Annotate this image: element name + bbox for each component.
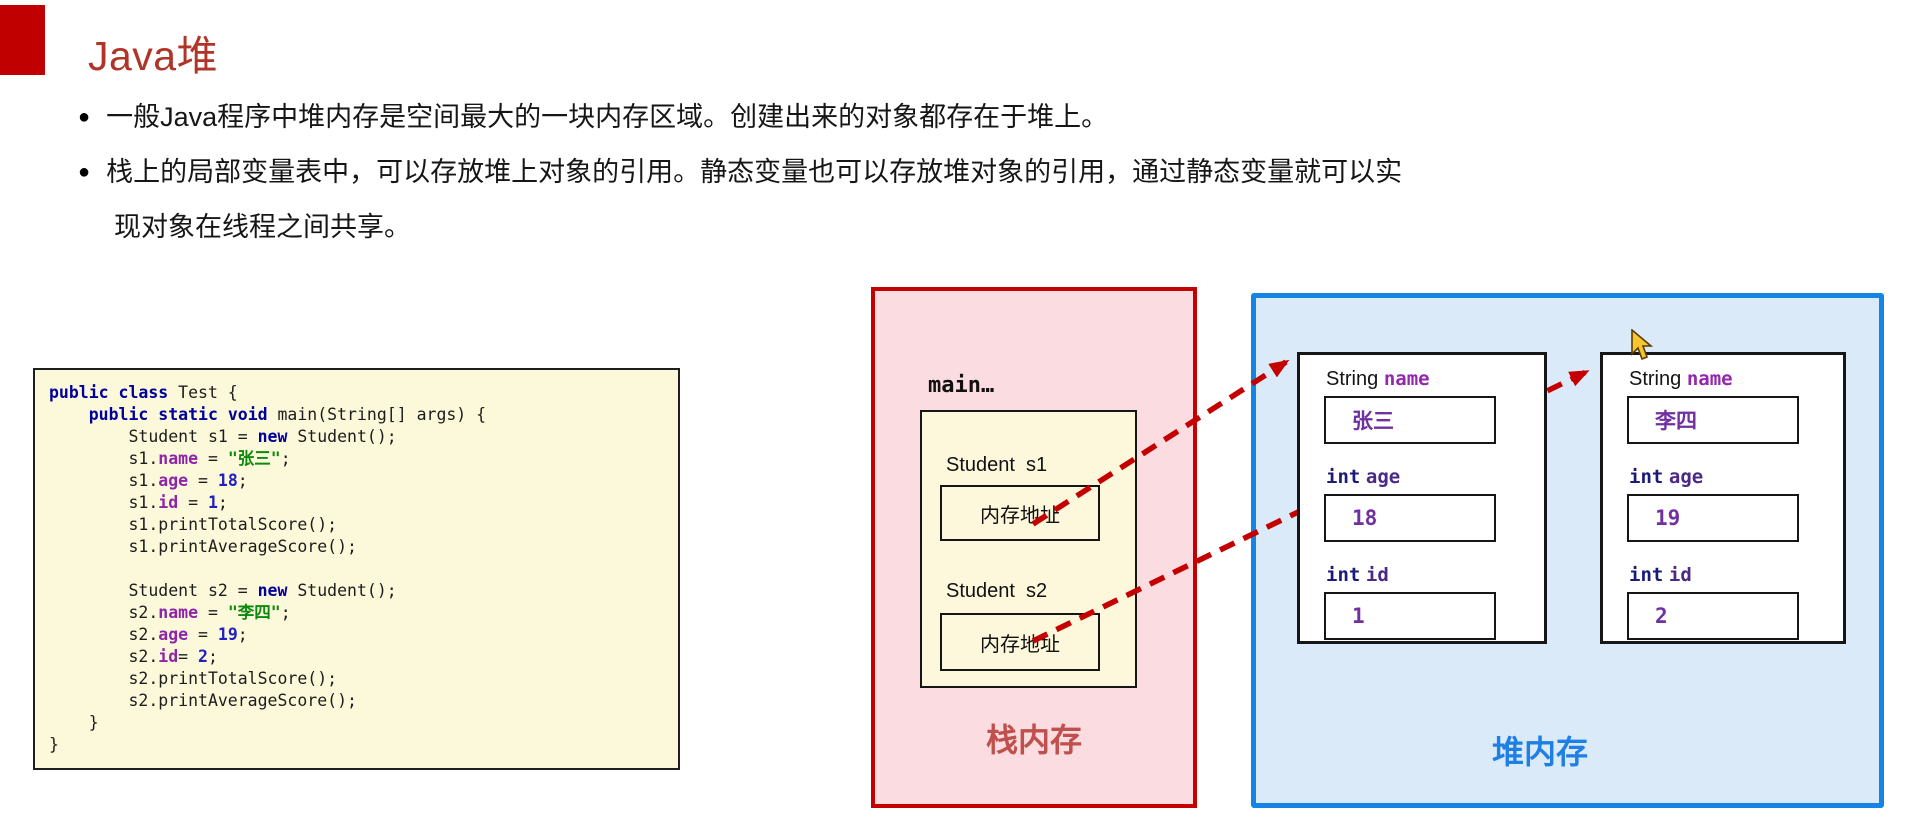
field-type: int: [1326, 564, 1361, 586]
bullet-dot-icon: ●: [78, 161, 91, 183]
field-age: int age 19: [1627, 466, 1819, 542]
bullet-text: 栈上的局部变量表中，可以存放堆上对象的引用。静态变量也可以存放堆对象的引用，通过…: [106, 157, 1403, 187]
field-identifier: age: [1668, 466, 1704, 488]
field-identifier: name: [1383, 368, 1430, 390]
var-decl-s1: Student s1: [946, 454, 1048, 476]
field-type: int: [1629, 564, 1664, 586]
field-identifier: name: [1686, 368, 1733, 390]
heap-memory-label: 堆内存: [1491, 734, 1588, 770]
field-type: int: [1326, 466, 1361, 488]
field-type: int: [1629, 466, 1664, 488]
memory-address-box-s1: 内存地址: [940, 485, 1100, 541]
bullet-item: ● 一般Java程序中堆内存是空间最大的一块内存区域。创建出来的对象都存在于堆上…: [78, 101, 1108, 134]
field-type: String: [1326, 368, 1379, 390]
field-value-box: 张三: [1324, 396, 1496, 444]
corner-accent-square: [0, 5, 45, 75]
field-id: int id 1: [1324, 564, 1520, 640]
heap-memory-box: 堆内存 String name 张三 int age 18 int id 1 S…: [1251, 293, 1884, 808]
bullet-text: 现对象在线程之间共享。: [114, 212, 411, 242]
field-identifier: age: [1365, 466, 1401, 488]
field-type: String: [1629, 368, 1682, 390]
field-age: int age 18: [1324, 466, 1520, 542]
heap-object-s2: String name 李四 int age 19 int id 2: [1600, 352, 1846, 644]
field-name: String name 李四: [1627, 368, 1819, 444]
stack-memory-box: main… Student s1 内存地址 Student s2 内存地址 栈内…: [871, 287, 1197, 808]
field-identifier: id: [1668, 564, 1692, 586]
field-name: String name 张三: [1324, 368, 1520, 444]
field-value-box: 2: [1627, 592, 1799, 640]
bullet-continuation: 现对象在线程之间共享。: [114, 211, 411, 244]
bullet-text: 一般Java程序中堆内存是空间最大的一块内存区域。创建出来的对象都存在于堆上。: [106, 102, 1109, 132]
field-value-box: 李四: [1627, 396, 1799, 444]
field-value-box: 19: [1627, 494, 1799, 542]
field-id: int id 2: [1627, 564, 1819, 640]
heap-object-s1: String name 张三 int age 18 int id 1: [1297, 352, 1547, 644]
bullet-dot-icon: ●: [78, 106, 91, 128]
code-block: public class Test { public static void m…: [33, 368, 680, 770]
field-value-box: 18: [1324, 494, 1496, 542]
main-frame-label: main…: [928, 373, 995, 398]
bullet-item: ● 栈上的局部变量表中，可以存放堆上对象的引用。静态变量也可以存放堆对象的引用，…: [78, 156, 1402, 189]
page-title: Java堆: [88, 33, 219, 79]
main-stack-frame: Student s1 内存地址 Student s2 内存地址: [920, 410, 1137, 688]
var-decl-s2: Student s2: [946, 580, 1048, 602]
field-identifier: id: [1365, 564, 1389, 586]
memory-address-box-s2: 内存地址: [940, 613, 1100, 671]
stack-memory-label: 栈内存: [985, 722, 1082, 758]
field-value-box: 1: [1324, 592, 1496, 640]
